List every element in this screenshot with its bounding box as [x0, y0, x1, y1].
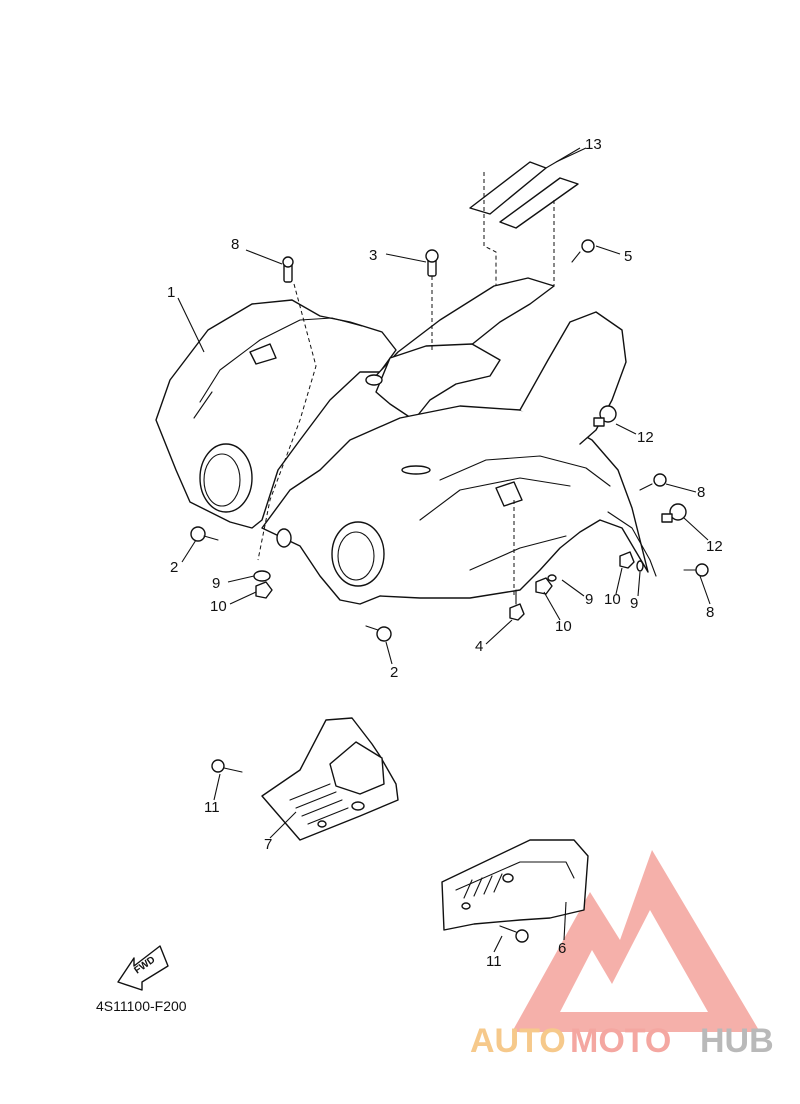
assembly-lines [257, 276, 515, 596]
callout-10-center: 10 [555, 618, 572, 635]
callout-8-lower: 8 [706, 604, 714, 621]
callout-4: 4 [475, 638, 483, 655]
part-13-guards [469, 161, 579, 300]
callout-8-right: 8 [697, 484, 705, 501]
watermark-hub: HUB [700, 1022, 774, 1060]
watermark-triangle [512, 850, 760, 1032]
diagram-code: 4S11100-F200 [96, 998, 187, 1014]
callout-8-top: 8 [231, 236, 239, 253]
watermark-auto: AUTO [470, 1022, 566, 1060]
callout-11-lower: 11 [486, 953, 502, 970]
callout-2-lower: 2 [390, 664, 398, 681]
callout-10-right: 10 [604, 591, 621, 608]
callout-9-left: 9 [212, 575, 220, 592]
part-6-side-guard [441, 839, 589, 931]
callout-7: 7 [264, 836, 272, 853]
fwd-arrow-icon [117, 945, 169, 991]
callout-9-center: 9 [585, 591, 593, 608]
callout-13: 13 [585, 136, 602, 153]
callout-2-left: 2 [170, 559, 178, 576]
part-7-lower-guard [261, 717, 399, 841]
leader-lines [177, 147, 711, 953]
fwd-arrow: FWD [117, 945, 169, 991]
watermark-moto: MOTO [570, 1022, 671, 1060]
callout-10-left: 10 [210, 598, 227, 615]
watermark-logo: AUTO MOTO HUB [470, 850, 774, 1060]
callout-3: 3 [369, 247, 377, 264]
callout-9-right: 9 [630, 595, 638, 612]
callout-12-lower: 12 [706, 538, 723, 555]
callout-11-left: 11 [204, 799, 220, 816]
callout-5: 5 [624, 248, 632, 265]
callout-6: 6 [558, 940, 566, 957]
part-1-front-fender [155, 277, 657, 605]
fasteners [190, 239, 709, 943]
callout-labels: 13 8 3 5 1 12 8 12 2 9 10 9 10 9 10 8 4 … [167, 136, 723, 970]
callout-12-upper: 12 [637, 429, 654, 446]
callout-1: 1 [167, 284, 175, 301]
